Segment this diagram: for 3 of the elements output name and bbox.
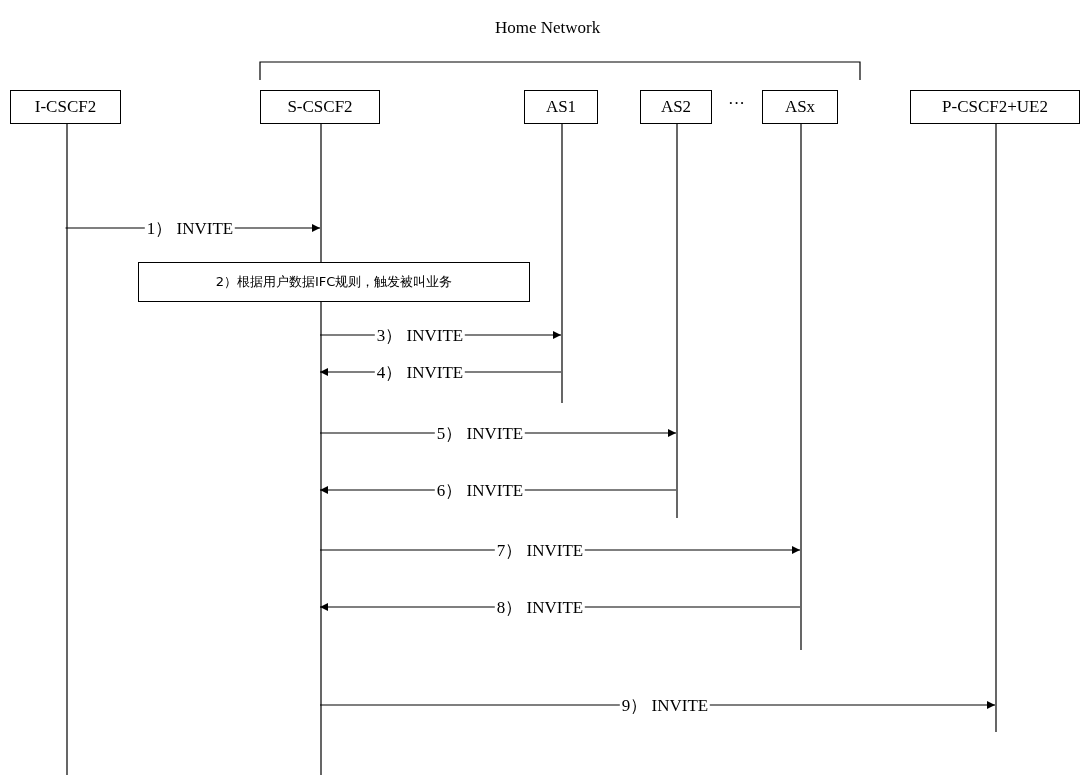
ellipsis-label: ··· [728,94,745,114]
group-label: Home Network [495,18,601,38]
note-box: 2）根据用户数据IFC规则，触发被叫业务 [138,262,530,302]
